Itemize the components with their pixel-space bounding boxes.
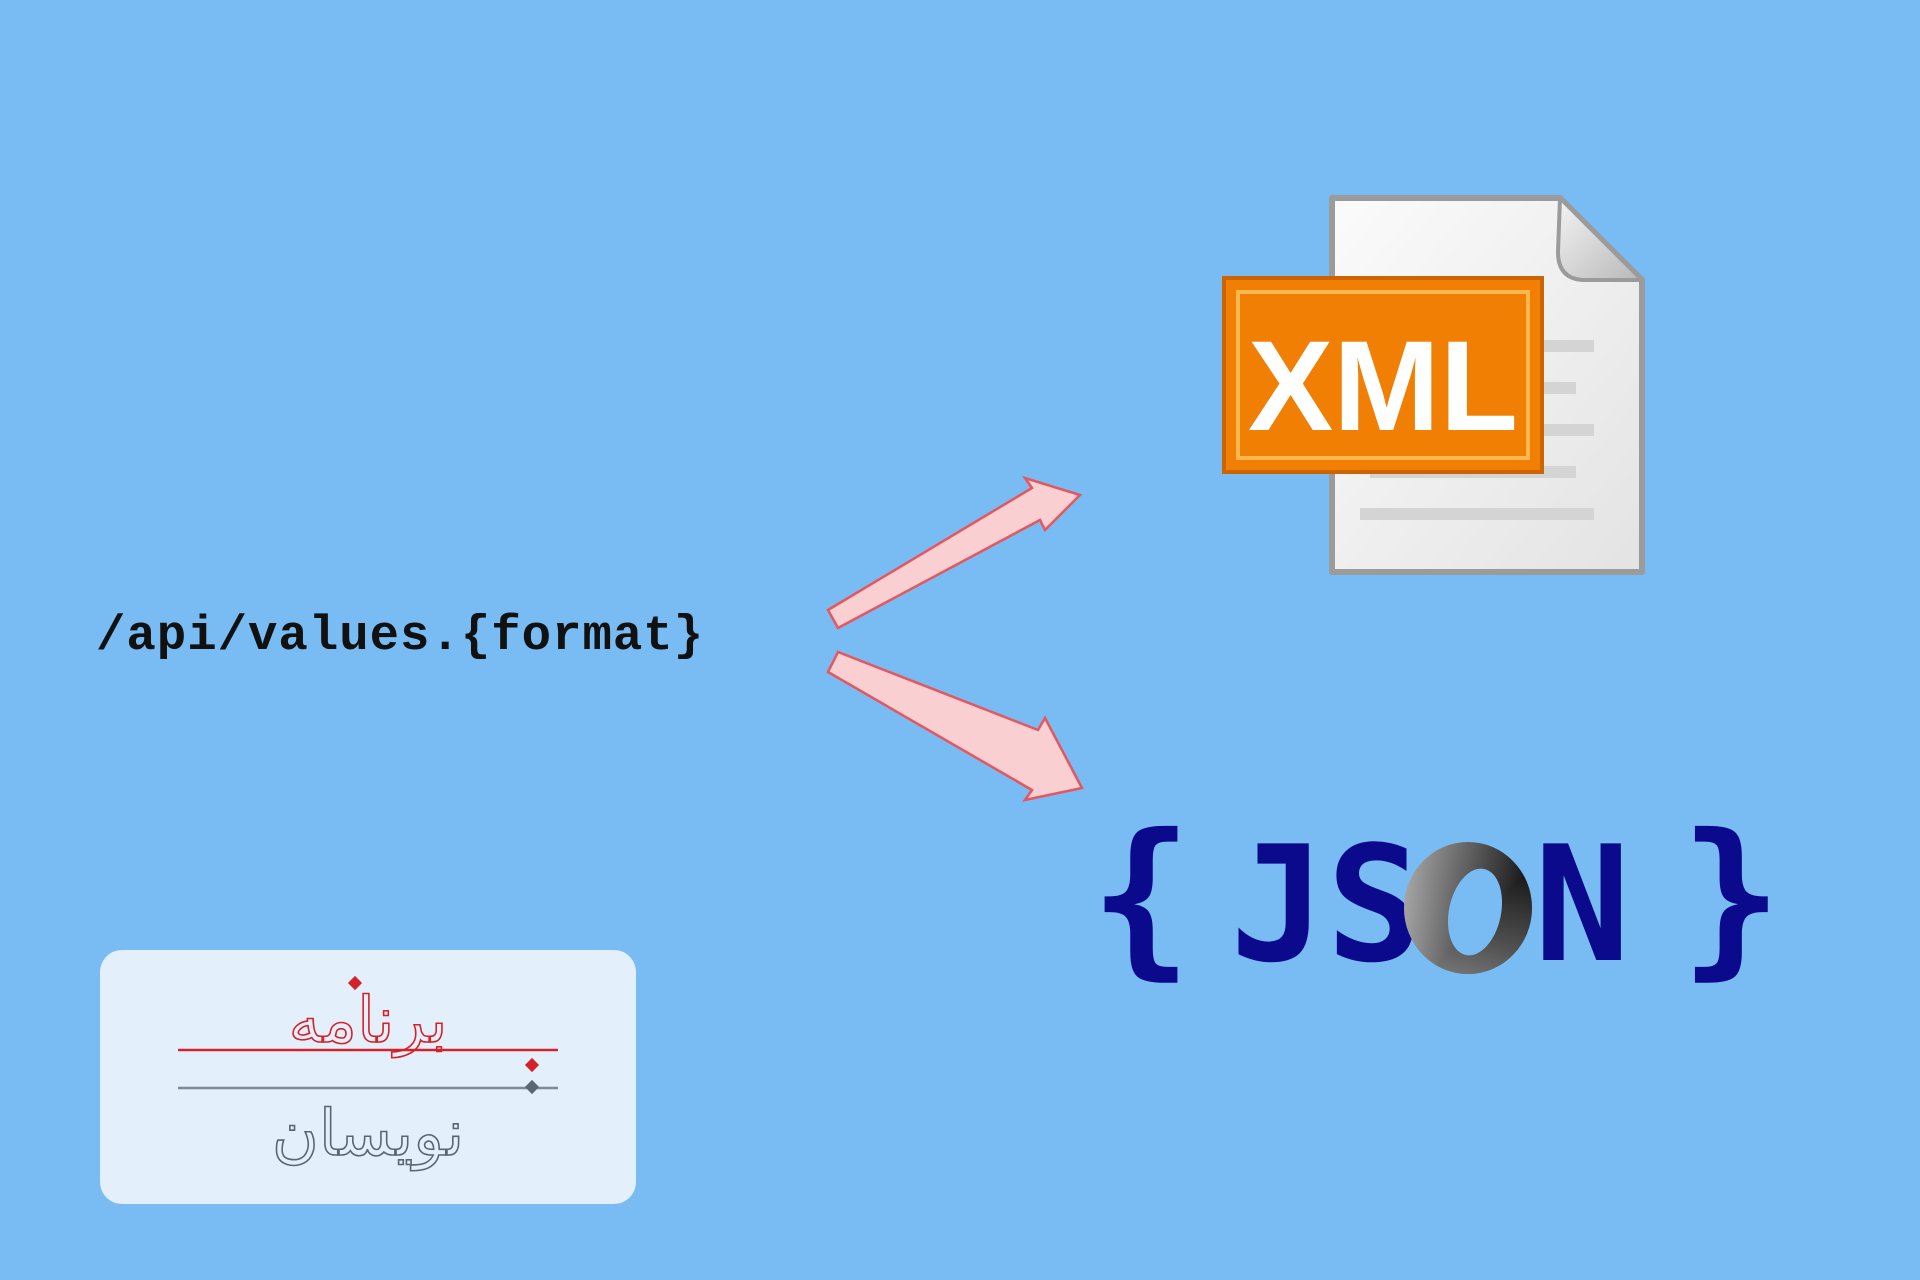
json-text-js: JS — [1230, 820, 1423, 998]
arrow-to-json — [826, 650, 1084, 802]
brand-logo-line1: برنامه — [288, 984, 447, 1058]
brand-logo-mark: برنامه نویسان — [178, 975, 558, 1172]
json-open-brace: { — [1090, 820, 1192, 996]
arrows-diagram — [826, 475, 1084, 802]
route-template-text: /api/values.{format} — [96, 608, 705, 664]
brand-logo-card: برنامه نویسان — [100, 950, 636, 1204]
xml-badge: XML — [1222, 276, 1544, 474]
json-logo: { JS N } — [1090, 820, 1782, 998]
json-close-brace: } — [1680, 820, 1782, 996]
xml-page-fold — [1556, 196, 1644, 282]
xml-file-icon: XML — [1222, 195, 1645, 575]
json-o-ring-icon — [1404, 842, 1532, 974]
json-text-n: N — [1534, 820, 1630, 998]
brand-logo-line2: نویسان — [272, 1097, 464, 1171]
arrow-to-xml — [826, 475, 1083, 630]
xml-badge-label: XML — [1248, 315, 1518, 458]
